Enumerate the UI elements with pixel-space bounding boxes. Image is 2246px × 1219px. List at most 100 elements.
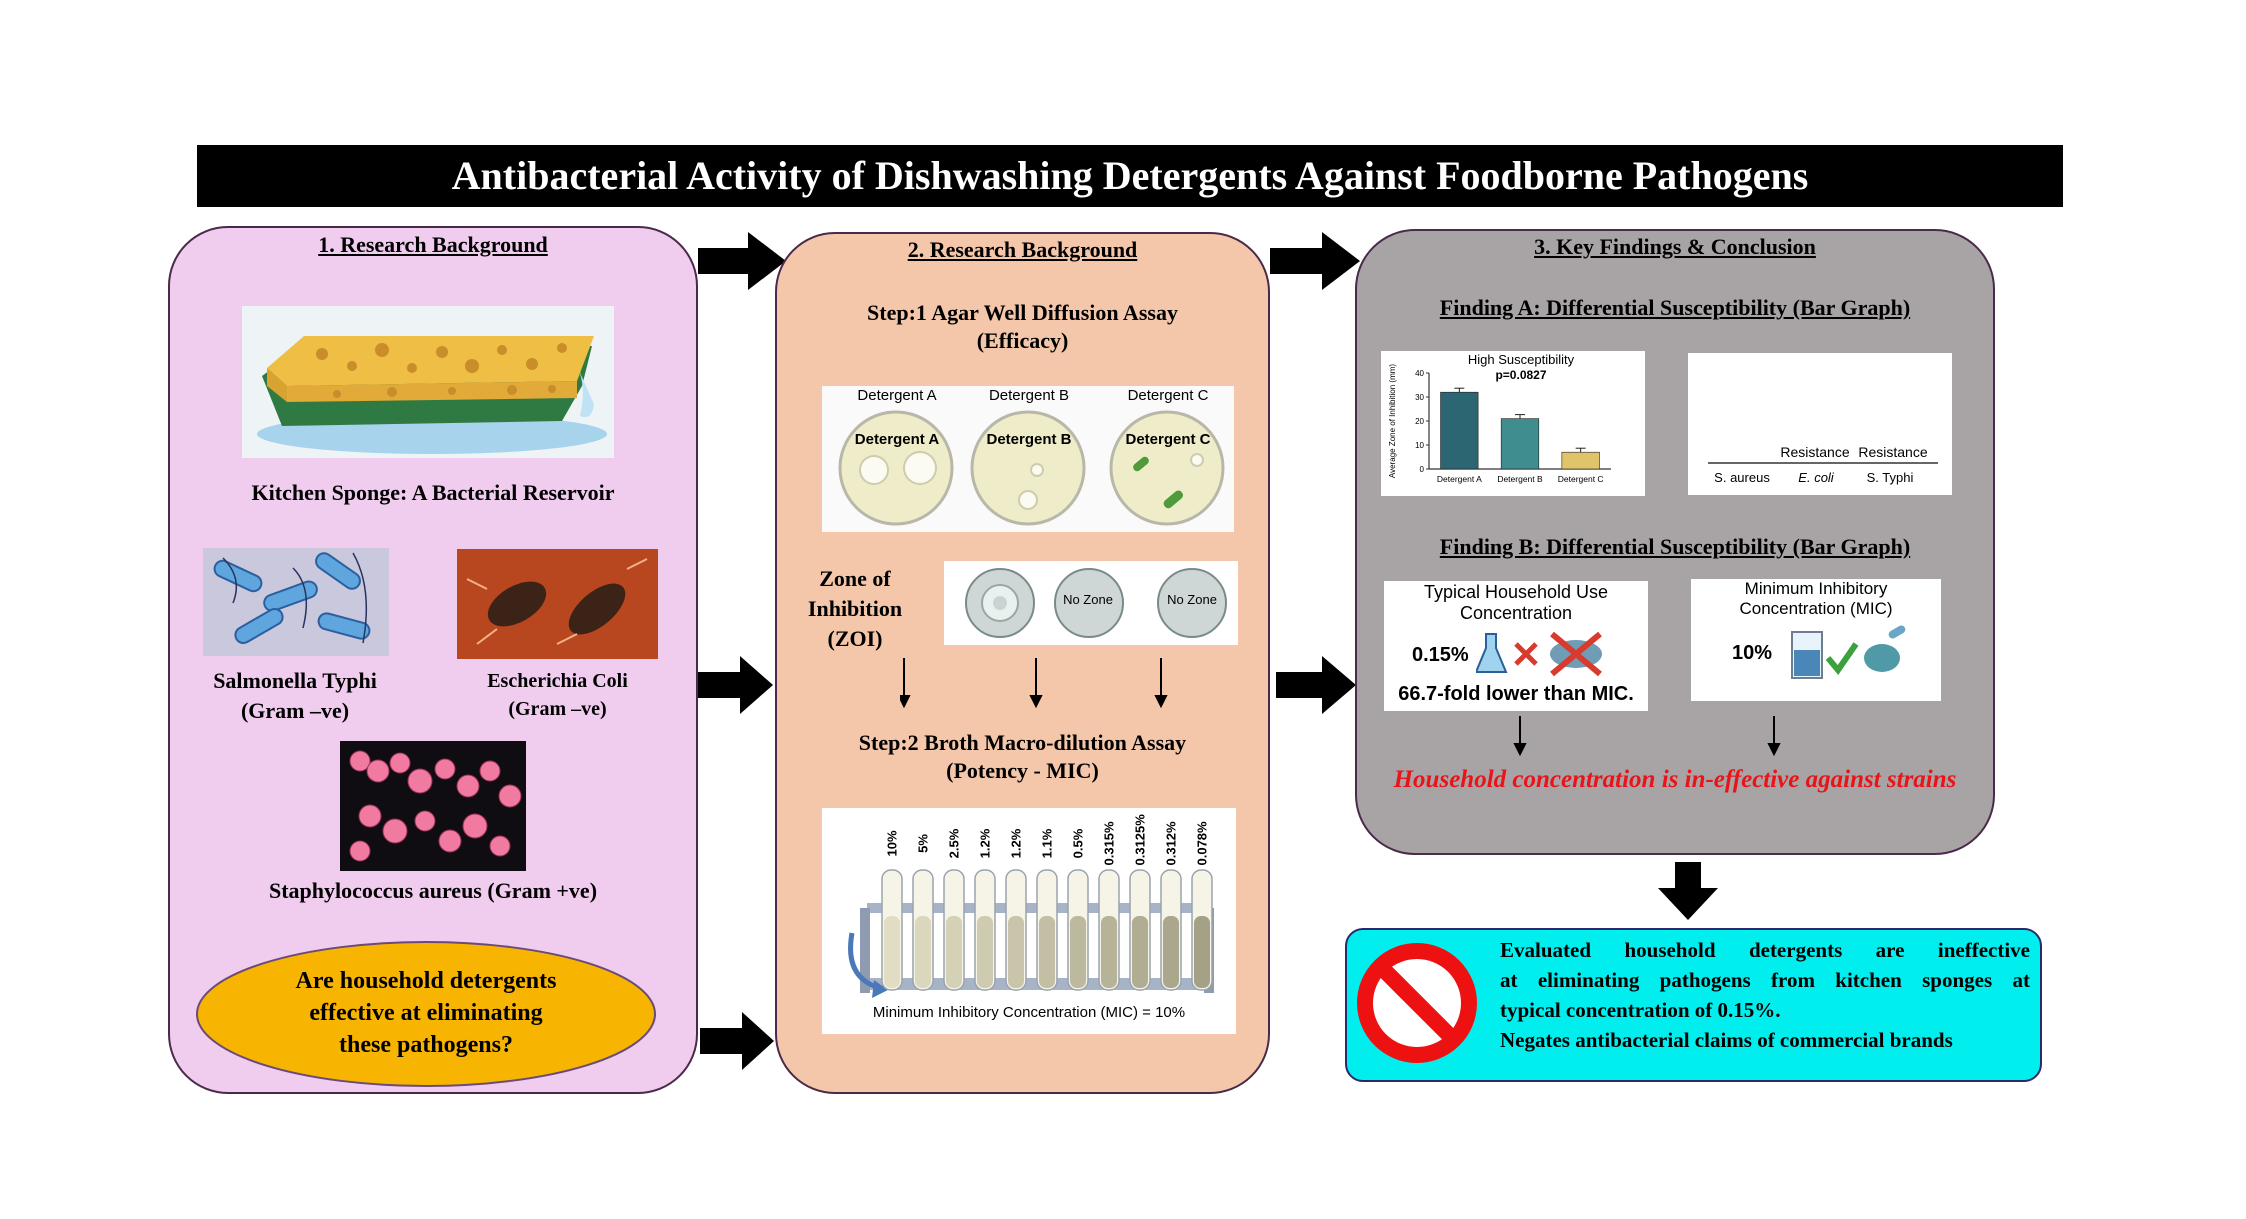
y-tick-label: 40 [1415,369,1424,378]
bar [1440,391,1479,470]
finding-a-heading: Finding A: Differential Susceptibility (… [1439,295,1911,320]
household-icons [1476,631,1602,677]
conclusion-line3: typical concentration of 0.15%. [1500,998,1781,1022]
plate-c-inner-label: Detergent C [1125,431,1211,448]
tube-broth [1194,916,1210,988]
tube-concentration-label: 0.315% [1101,821,1117,866]
mic-title-line2: Concentration (MIC) [1739,599,1893,618]
zoi-label-line1: Zone of [819,566,891,591]
bar [1561,451,1600,470]
mic-title-line1: Minimum Inhibitory [1744,579,1888,598]
plate-a-top-label: Detergent A [857,387,937,404]
tube-concentration-label: 0.5% [1070,828,1086,859]
tube-broth [915,916,931,988]
step2-title-line2: (Potency - MIC) [946,758,1099,783]
tube-broth [946,916,962,988]
conclusion-line4: Negates antibacterial claims of commerci… [1500,1028,1953,1052]
arrow-right-icon [1276,656,1356,714]
key-findings-panel [1355,229,1995,855]
tube-concentration-label: 1.1% [1039,828,1055,859]
agar-plates-graphic [838,410,1225,526]
zone-comparison-graphic [965,568,1227,638]
tube-concentration-label: 2.5% [946,828,962,859]
red-statement: Household concentration is in-effective … [1393,766,1957,793]
mic-icons [1791,625,1906,679]
y-axis-label: Average Zone of Inhibition (mm) [1388,364,1397,478]
household-note: 66.7-fold lower than MIC. [1398,683,1634,705]
tube-broth [1008,916,1024,988]
tube-broth [1132,916,1148,988]
resistance-label: Resistance [1780,444,1850,460]
tube-concentration-label: 1.2% [1008,828,1024,859]
plate-b-inner-label: Detergent B [986,431,1072,448]
step1-title-line2: (Efficacy) [976,328,1069,353]
household-value: 0.15% [1412,644,1469,666]
resistance-chart-graphic [1708,462,1938,464]
plate-b-top-label: Detergent B [988,387,1070,404]
page-title: Antibacterial Activity of Dishwashing De… [197,145,2063,207]
thin-arrows-icon [1513,716,1781,756]
household-title-line1: Typical Household Use [1423,582,1609,602]
salmonella-image [203,548,389,656]
zoi-label-line2: Inhibition [807,596,903,621]
test-tubes-graphic [848,869,1214,998]
tube-broth [1039,916,1055,988]
tube-concentration-label: 1.2% [977,828,993,859]
mic-caption: Minimum Inhibitory Concentration (MIC) =… [872,1004,1186,1021]
resistance-label: Resistance [1858,444,1928,460]
arrow-right-icon [698,232,786,290]
staphylococcus-caption: Staphylococcus aureus (Gram +ve) [268,878,598,903]
mic-value: 10% [1732,642,1773,664]
tube-broth [884,916,900,988]
question-ellipse [196,941,656,1087]
chart-subtitle: p=0.0827 [1495,368,1546,382]
question-line1: Are household detergents [295,968,557,994]
salmonella-caption-line1: Salmonella Typhi [213,668,377,693]
resistance-category: S. Typhi [1866,470,1914,485]
arrow-right-icon [698,656,773,714]
panel3-heading: 3. Key Findings & Conclusion [1534,234,1816,259]
salmonella-caption-line2: (Gram –ve) [240,698,350,723]
no-zone-label: No Zone [1167,592,1217,607]
tube-concentration-label: 0.078% [1194,821,1210,866]
plate-a-inner-label: Detergent A [854,431,940,448]
conclusion-line2: at eliminating pathogens from kitchen sp… [1500,968,2030,992]
staphylococcus-image [340,741,526,871]
chart-title: High Susceptibility [1468,352,1575,367]
prohibited-icon [1357,943,1477,1063]
y-tick-label: 30 [1415,393,1424,402]
tube-broth [1070,916,1086,988]
resistance-chart-box [1688,353,1952,495]
step1-title-line1: Step:1 Agar Well Diffusion Assay [867,300,1178,325]
tube-broth [977,916,993,988]
question-line2: effective at eliminating [309,1000,543,1026]
no-zone-label: No Zone [1063,592,1113,607]
finding-b-heading: Finding B: Differential Susceptibility (… [1439,534,1911,559]
arrow-right-icon [1270,232,1360,290]
step2-title-line1: Step:2 Broth Macro-dilution Assay [858,730,1187,755]
arrow-right-icon [700,1012,774,1070]
sponge-caption: Kitchen Sponge: A Bacterial Reservoir [251,480,615,505]
resistance-category: E. coli [1798,470,1834,485]
tube-concentration-label: 5% [915,834,931,853]
ecoli-caption-line2: (Gram –ve) [508,698,607,720]
tube-broth [1163,916,1179,988]
panel1-heading: 1. Research Background [318,232,548,257]
household-title-line2: Concentration [1459,603,1573,623]
question-line3: these pathogens? [338,1032,513,1058]
y-tick-label: 0 [1420,465,1425,474]
ecoli-image [457,549,658,659]
tube-concentration-label: 0.312% [1163,821,1179,866]
resistance-category: S. aureus [1714,470,1770,485]
y-tick-label: 10 [1415,441,1424,450]
bar [1500,418,1540,470]
thin-arrows-icon [900,658,1168,708]
arrow-down-icon [1658,862,1718,920]
tube-concentration-label: 0.3125% [1132,814,1148,866]
y-tick-label: 20 [1415,417,1424,426]
x-tick-label: Detergent C [1558,474,1604,484]
tube-broth [1101,916,1117,988]
panel2-heading: 2. Research Background [907,237,1138,262]
plate-c-top-label: Detergent C [1127,387,1209,404]
